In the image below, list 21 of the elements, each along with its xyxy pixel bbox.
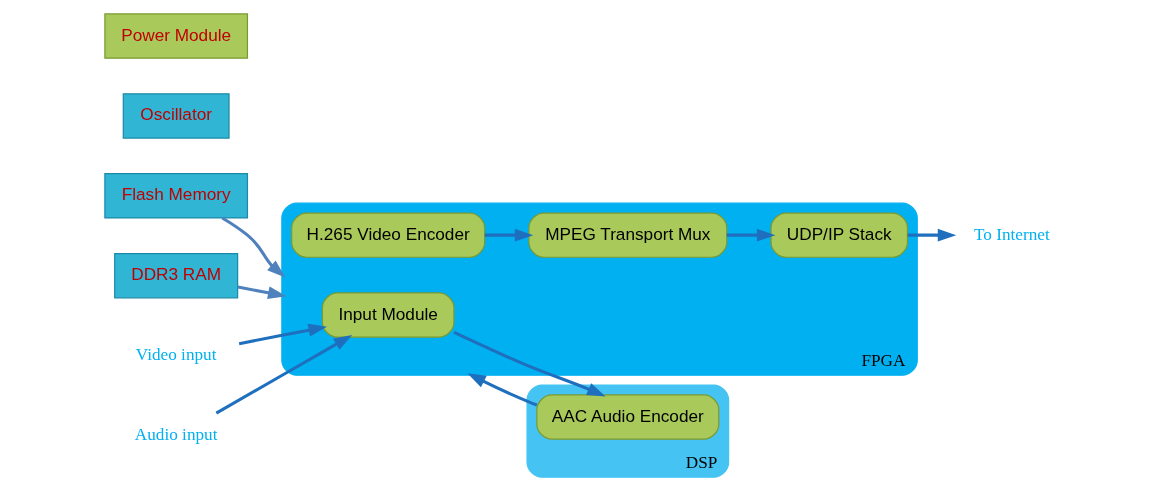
node-box: DDR3 RAM: [113, 252, 238, 298]
arrow: [726, 228, 775, 242]
arrow: [466, 372, 537, 406]
node-box: Power Module: [103, 12, 248, 59]
arrow: [220, 216, 285, 277]
arrow: [484, 228, 533, 242]
node-box: Input Module: [321, 291, 455, 338]
node-box: H.265 Video Encoder: [290, 211, 485, 258]
arrow: [907, 228, 956, 242]
node-box: MPEG Transport Mux: [527, 211, 727, 258]
node-box: AAC Audio Encoder: [535, 393, 719, 440]
arrow: [237, 285, 286, 299]
arrow: [215, 334, 352, 414]
node-text: Audio input: [134, 424, 217, 444]
arrow: [238, 323, 327, 345]
node-box: UDP/IP Stack: [769, 211, 908, 258]
node-box: Flash Memory: [103, 172, 248, 219]
arrow: [452, 330, 606, 397]
node-text: To Internet: [973, 224, 1050, 244]
node-box: Oscillator: [122, 92, 230, 139]
node-text: Video input: [135, 344, 216, 364]
